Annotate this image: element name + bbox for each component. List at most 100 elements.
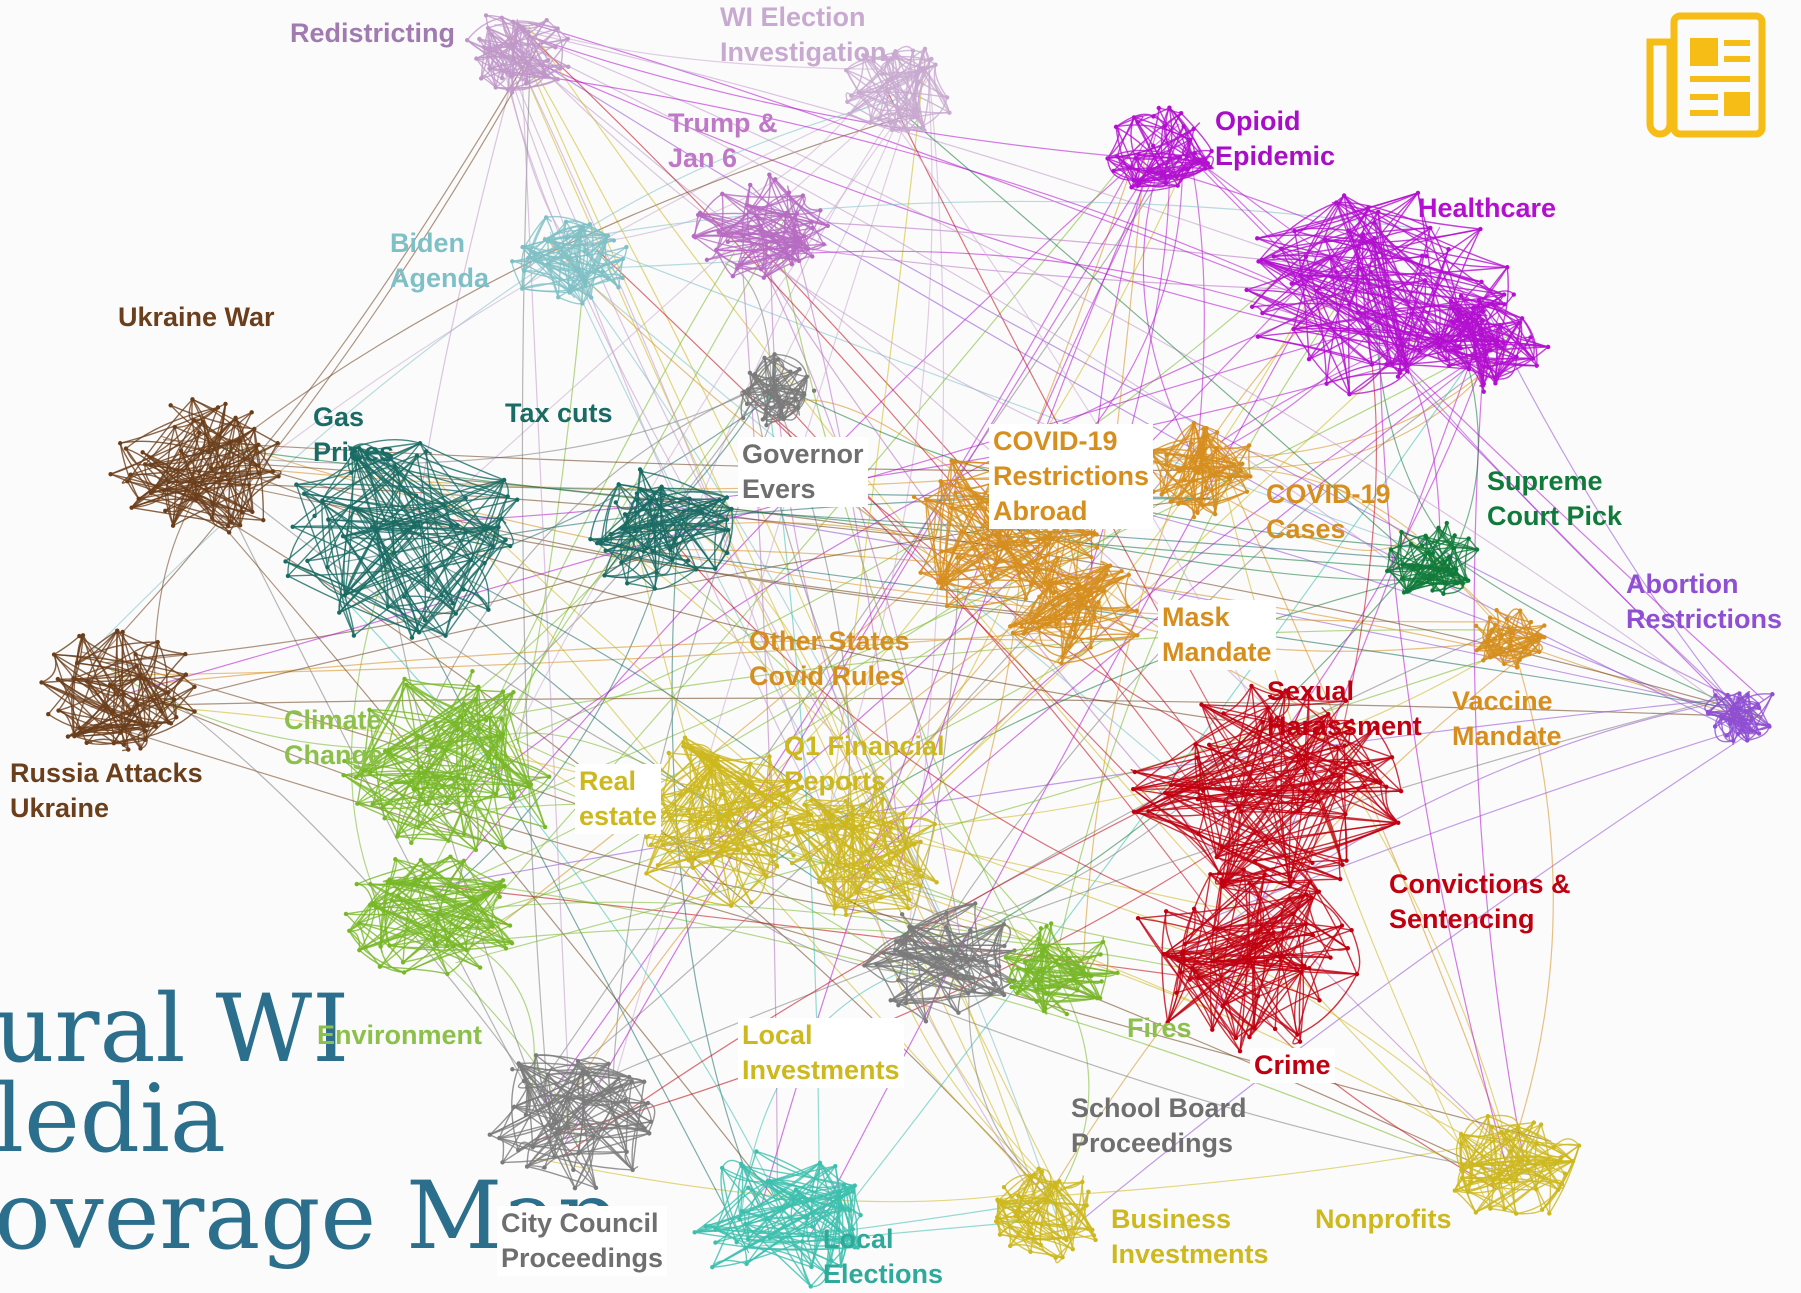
label-tax-cuts: Tax cuts [505,398,613,428]
network-edge [487,251,735,720]
network-edge [525,33,1741,720]
network-edge [521,28,1226,831]
network-edge [409,695,1749,892]
network-edge [1174,348,1510,459]
network-edge [427,901,1040,943]
cluster-blob [1385,520,1480,596]
cluster-blob [627,735,830,908]
network-edge [558,230,1454,562]
cluster-blob [1473,607,1547,670]
label-supreme-court-pick: Supreme Court Pick [1487,466,1623,531]
cluster-blob [740,352,817,428]
network-edge [127,664,560,1124]
network-edge [435,555,666,903]
label-climate-change: Climate Change [284,705,384,770]
network-edge [1199,728,1743,923]
label-real-estate: Real estate [575,764,662,834]
network-edge [90,697,1763,718]
network-edge [202,91,901,511]
network-edge [645,507,1200,919]
cluster-blob [283,439,520,640]
map-title-line-1: ural WI [0,975,350,1084]
label-opioid-epidemic: Opioid Epidemic [1215,106,1336,171]
network-edge [211,445,1450,572]
network-edge [528,35,1177,163]
network-edge [643,501,1759,717]
cluster-blob [39,628,197,752]
cluster-blob [993,1166,1098,1264]
cluster-blob [1434,290,1551,394]
network-edge [756,255,1527,1169]
network-edge [502,28,837,850]
network-edge [92,42,541,665]
network-edge [119,331,1356,697]
network-edge [181,481,1012,549]
cluster-blob [108,397,282,535]
network-edge [545,695,1732,1104]
label-healthcare: Healthcare [1418,193,1557,223]
network-edge [516,284,584,745]
network-edge [1068,727,1759,1232]
network-edge [533,76,1077,1225]
network-edge [563,162,1154,1146]
cluster-blob [1003,921,1120,1017]
network-edge [1514,653,1554,1139]
cluster-blob [1105,105,1214,192]
network-edge [1223,445,1507,630]
network-edge [350,546,394,921]
label-environment: Environment [317,1020,483,1050]
label-vaccine-mandate: Vaccine Mandate [1452,686,1562,751]
network-edge [417,80,916,528]
network-edge [1093,608,1502,623]
network-edge [940,528,1023,932]
network-edge [512,76,931,739]
network-edge [1053,969,1090,1195]
network-edge [725,262,772,379]
network-edge [392,345,1460,525]
network-edge [456,732,674,778]
label-abortion-restrictions: Abortion Restrictions [1626,569,1783,634]
label-crime: Crime [1250,1048,1335,1083]
label-gas-prices: Gas Prices [313,402,395,467]
label-trump-jan-6: Trump & Jan 6 [668,108,778,173]
cluster-blob [1141,420,1253,520]
cluster-blob [487,1053,656,1191]
network-edge [144,694,978,929]
label-governor-evers: Governor Evers [738,437,868,507]
network-edge [572,96,907,238]
network-edge [1179,696,1745,959]
cluster-blob [341,669,552,853]
network-edge [622,547,909,812]
network-edge [735,217,1326,267]
label-local-elections: Local Elections [823,1224,944,1289]
cluster-blob [692,1149,863,1289]
network-edge [508,36,1406,574]
network-edge [834,349,1491,893]
label-q1-financial-reports: Q1 Financial Reports [784,731,945,796]
network-edge [1184,146,1765,701]
network-edge [968,964,1054,1193]
network-edge [521,74,551,1116]
map-title-line-2: ledia [0,1065,226,1174]
label-fires: Fires [1127,1013,1192,1043]
network-edge [806,288,1319,1242]
network-edge [749,239,961,934]
label-business-investments: Business Investments [1111,1204,1269,1269]
label-nonprofits: Nonprofits [1315,1204,1452,1234]
cluster-blob [464,13,571,95]
label-russia-attacks-ukraine: Russia Attacks Ukraine [10,758,203,823]
network-edge [511,44,1735,731]
network-edge [467,226,1336,760]
network-edge [773,221,1031,960]
network-edge [542,141,1146,1106]
newspaper-icon [1646,12,1766,138]
network-edge [1378,274,1511,1179]
network-edge [1488,313,1754,730]
network-edge [818,342,1485,1245]
label-covid-cases: COVID-19 Cases [1266,479,1391,544]
network-edge [675,845,964,977]
network-edge [118,727,1552,1142]
network-edge [528,26,1518,1203]
label-sexual-harassment: Sexual Harassment [1267,676,1422,741]
network-edge [505,30,1046,1218]
